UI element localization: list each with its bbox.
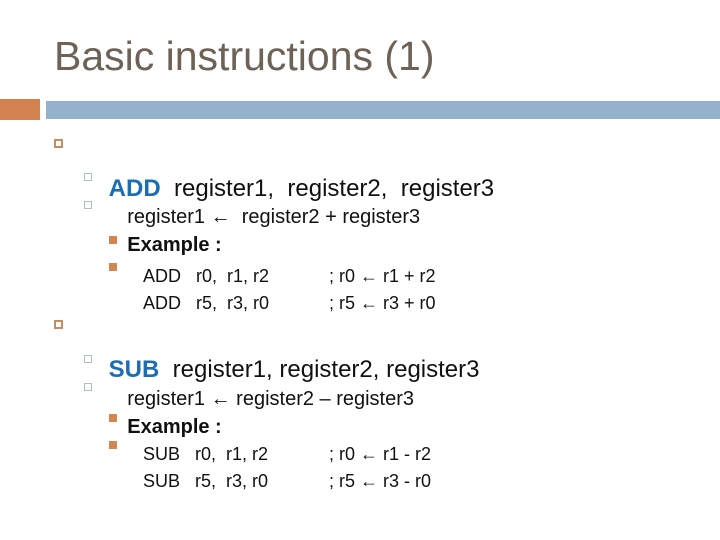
level3-bullet-icon xyxy=(109,441,117,449)
slide-title: Basic instructions (1) xyxy=(54,33,435,79)
add-example-comment: ; r5 ← r3 + r0 xyxy=(329,293,436,313)
level3-bullet-icon xyxy=(109,263,117,271)
add-example-comment: ; r0 ← r1 + r2 xyxy=(329,266,436,286)
divider-orange-block xyxy=(0,99,40,120)
sub-example-comment: ; r0 ← r1 - r2 xyxy=(329,444,432,464)
sub-example-row: SUB r5, r3, r0 ; r5 ← r3 - r0 xyxy=(109,436,432,508)
add-keyword: ADD xyxy=(108,175,161,202)
add-example-row: ADD r5, r3, r0 ; r5 ← r3 + r0 xyxy=(109,258,436,330)
sub-syntax-args: register1, register2, register3 xyxy=(159,356,480,383)
add-example-label-line: Example : xyxy=(84,195,222,275)
add-definition-text: register1 ← register2 + register3 xyxy=(127,206,421,228)
level1-bullet-icon xyxy=(54,320,63,329)
level3-bullet-icon xyxy=(109,236,117,244)
add-syntax-line: ADD register1, register2, register3 xyxy=(54,129,495,225)
sub-example-comment: ; r5 ← r3 - r0 xyxy=(329,471,432,491)
level2-bullet-icon xyxy=(84,173,92,181)
add-example-code: ADD r5, r3, r0 xyxy=(143,293,270,313)
sub-definition-line: register1 ← register2 – register3 xyxy=(84,349,415,429)
level2-bullet-icon xyxy=(84,355,92,363)
sub-example-label-line: Example : xyxy=(84,377,222,457)
sub-keyword: SUB xyxy=(108,356,160,383)
sub-example-code: SUB r5, r3, r0 xyxy=(143,471,269,491)
level3-bullet-icon xyxy=(109,414,117,422)
sub-definition-text: register1 ← register2 – register3 xyxy=(127,388,415,410)
level2-bullet-icon xyxy=(84,383,92,391)
sub-example-code: SUB r0, r1, r2 xyxy=(143,444,269,464)
sub-example-label: Example : xyxy=(127,416,222,438)
add-example-label: Example : xyxy=(127,234,222,256)
divider-blue-bar xyxy=(46,101,720,119)
add-example-code: ADD r0, r1, r2 xyxy=(143,266,270,286)
add-syntax-args: register1, register2, register3 xyxy=(160,175,495,202)
sub-syntax-line: SUB register1, register2, register3 xyxy=(54,310,480,406)
level2-bullet-icon xyxy=(84,201,92,209)
level1-bullet-icon xyxy=(54,139,63,148)
sub-example-row: SUB r0, r1, r2 ; r0 ← r1 - r2 xyxy=(109,409,432,481)
add-definition-line: register1 ← register2 + register3 xyxy=(84,167,421,247)
add-example-row: ADD r0, r1, r2 ; r0 ← r1 + r2 xyxy=(109,231,436,303)
